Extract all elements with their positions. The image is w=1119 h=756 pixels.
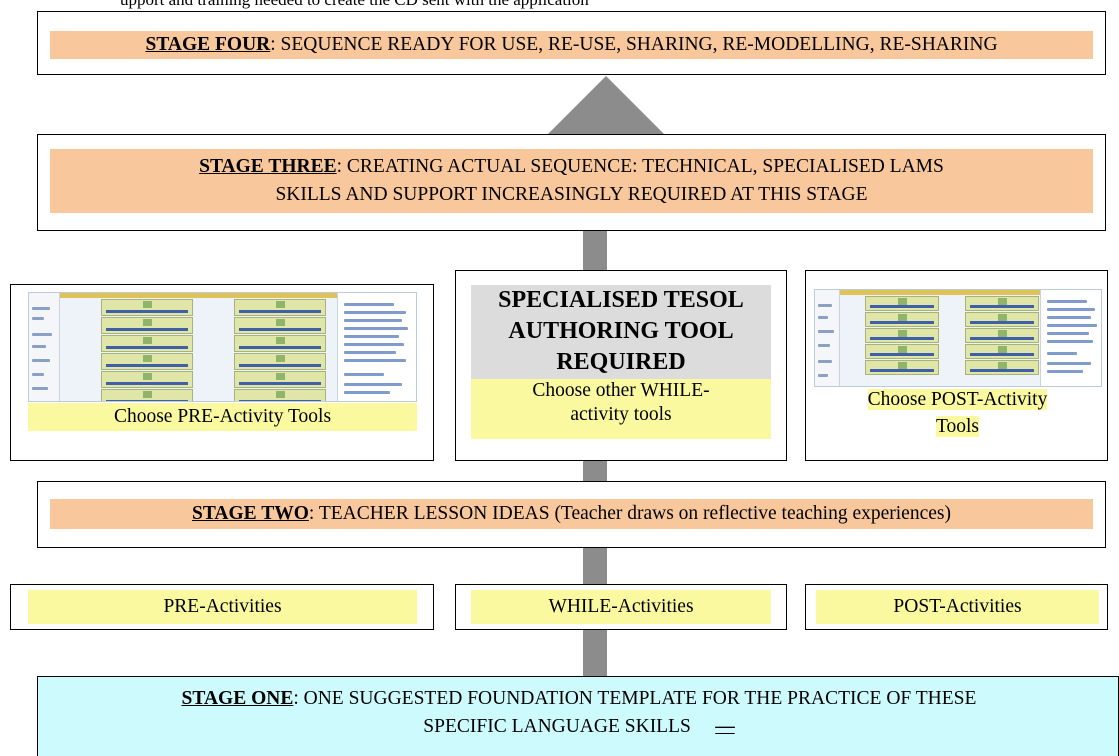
stage-three-box: STAGE THREE: CREATING ACTUAL SEQUENCE: T… [37,134,1106,231]
stage-two-box: STAGE TWO: TEACHER LESSON IDEAS (Teacher… [37,481,1106,548]
pre-activities-box: PRE-Activities [10,584,434,630]
up-arrow-head [548,76,664,134]
stage-three-line2: SKILLS AND SUPPORT INCREASINGLY REQUIRED… [275,184,868,205]
while-activities-label: WHILE-Activities [471,590,771,624]
arrow-shaft-2-acts [583,548,607,584]
stage-three-line1: : CREATING ACTUAL SEQUENCE: TECHNICAL, S… [336,156,944,177]
stage-two-text: : TEACHER LESSON IDEAS (Teacher draws on… [308,503,951,524]
stage-three-label: STAGE THREE [199,156,337,177]
stage-four-bar: STAGE FOUR: SEQUENCE READY FOR USE, RE-U… [50,31,1093,59]
post-activities-box: POST-Activities [805,584,1108,630]
post-tools-caption-line1: Choose POST-Activity [867,389,1048,410]
stage-one-text: STAGE ONE: ONE SUGGESTED FOUNDATION TEMP… [38,685,1119,741]
pre-tools-screenshot [28,292,417,402]
stage-one-line2: SPECIFIC LANGUAGE SKILLS [423,716,691,737]
stage-four-box: STAGE FOUR: SEQUENCE READY FOR USE, RE-U… [37,11,1106,75]
pre-activities-label: PRE-Activities [28,590,417,624]
stage-one-label: STAGE ONE [181,688,294,709]
arrow-shaft-tools-2 [583,461,607,481]
stage-four-label: STAGE FOUR [145,34,271,55]
post-activities-label: POST-Activities [816,590,1099,624]
authoring-tool-header: SPECIALISED TESOL AUTHORING TOOL REQUIRE… [471,285,771,379]
post-tools-caption: Choose POST-Activity Tools [806,386,1109,440]
top-note: upport and training needed to create the… [120,0,1020,11]
while-activities-box: WHILE-Activities [455,584,787,630]
stage-two-label: STAGE TWO [192,503,309,524]
while-tools-caption: Choose other WHILE-activity tools [471,379,771,439]
pre-tools-box: Choose PRE-Activity Tools [10,284,434,461]
stage-four-text: : SEQUENCE READY FOR USE, RE-USE, SHARIN… [270,34,998,55]
post-tools-box: Choose POST-Activity Tools [805,270,1108,461]
stage-one-box: STAGE ONE: ONE SUGGESTED FOUNDATION TEMP… [37,676,1119,756]
post-tools-screenshot [814,289,1102,387]
pre-tools-caption: Choose PRE-Activity Tools [28,403,417,431]
post-tools-caption-line2: Tools [935,416,980,437]
stage-three-bar: STAGE THREE: CREATING ACTUAL SEQUENCE: T… [50,149,1093,213]
stage-one-line1: : ONE SUGGESTED FOUNDATION TEMPLATE FOR … [293,688,977,709]
while-tools-box: SPECIALISED TESOL AUTHORING TOOL REQUIRE… [455,270,787,461]
stage-two-bar: STAGE TWO: TEACHER LESSON IDEAS (Teacher… [50,499,1093,529]
stage-one-dash: — [715,716,735,737]
arrow-shaft-acts-1 [583,630,607,676]
